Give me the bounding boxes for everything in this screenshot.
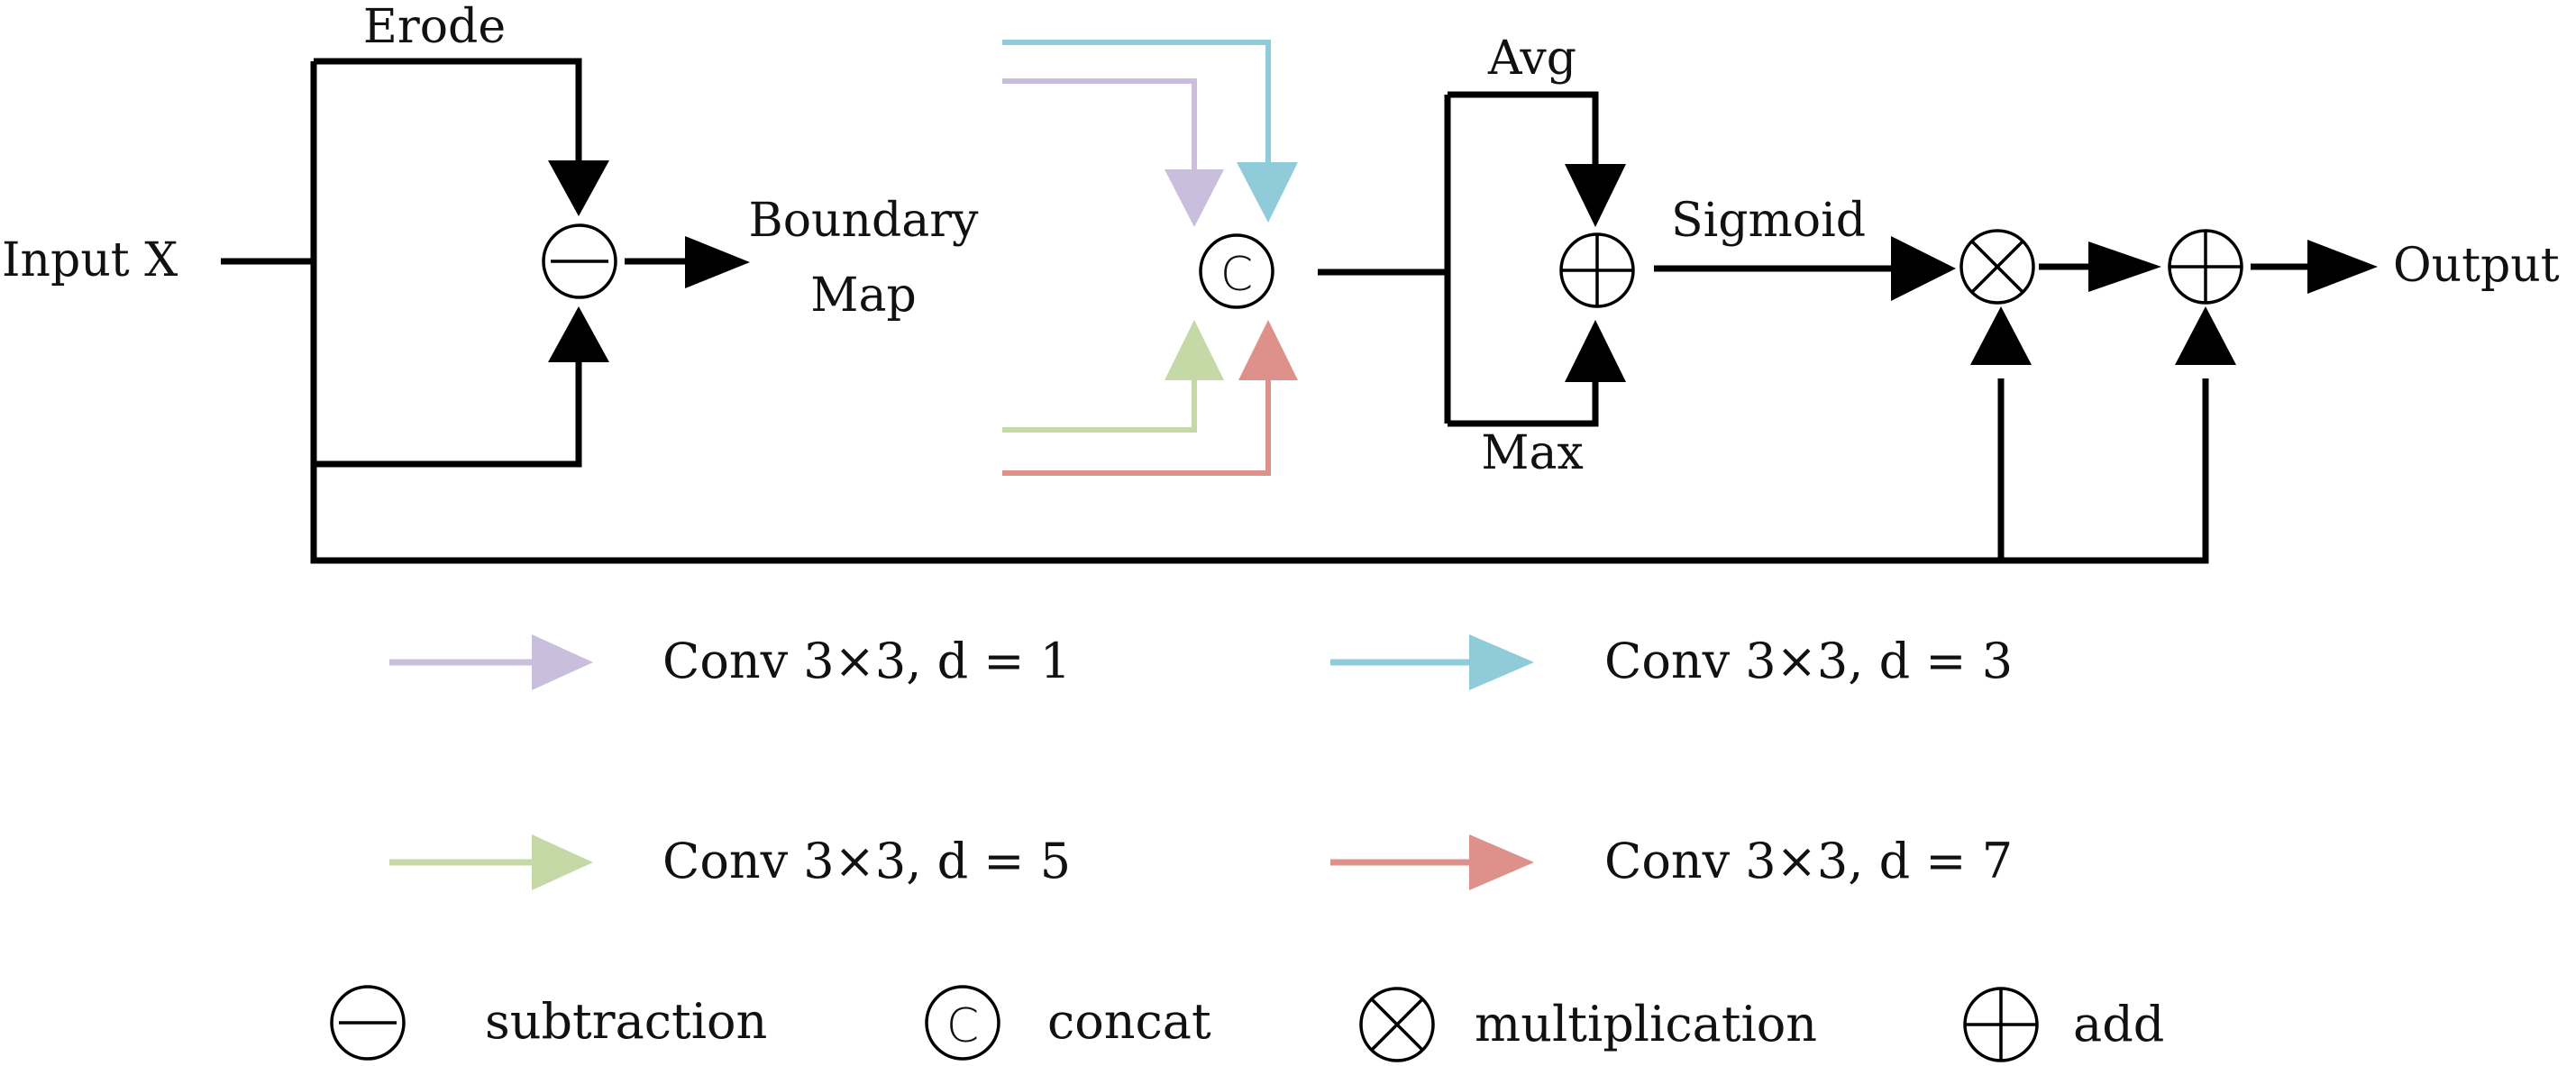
boundary-map-label-line2: Map: [810, 269, 917, 323]
concat-icon-letter: C: [946, 999, 979, 1053]
concat-node: C: [1199, 233, 1274, 309]
connectors: [221, 58, 2316, 564]
legend-arrow-d5-head: [532, 834, 593, 890]
arrowhead-to-boundary: [685, 236, 750, 288]
conv-d3-head: [1237, 162, 1298, 223]
arrowhead-to-output: [2307, 240, 2378, 294]
arrowhead-avg-down: [1565, 164, 1626, 227]
max-label: Max: [1481, 426, 1584, 480]
conv-d5-line: [1002, 371, 1197, 433]
legend-arrow-d7-head: [1469, 834, 1534, 890]
add-icon: [1963, 987, 2039, 1062]
arrowhead-max-up: [1565, 320, 1626, 382]
legend-arrow-d1-head: [532, 634, 593, 690]
conv-d7-line: [1002, 371, 1271, 476]
conv-arrows: [1002, 40, 1298, 476]
subtraction-node: [542, 223, 617, 299]
add-node-pool: [1559, 232, 1635, 308]
arrowhead-lower-up: [548, 306, 609, 362]
boundary-map-label-line1: Boundary: [748, 194, 979, 248]
legend-ops: subtraction C concat multiplication add: [330, 985, 2164, 1062]
legend-item-d5: Conv 3×3, d = 5: [389, 833, 1071, 890]
legend-label-multiplication: multiplication: [1475, 996, 1817, 1052]
arrowhead-skip-add: [2175, 306, 2236, 365]
avg-label: Avg: [1487, 32, 1576, 86]
conv-d1-head: [1165, 169, 1224, 227]
subtraction-icon: [330, 985, 406, 1061]
conv-d1-line: [1002, 78, 1197, 173]
arrowhead-to-add: [2088, 241, 2161, 292]
legend-conv: Conv 3×3, d = 1 Conv 3×3, d = 3 Conv 3×3…: [389, 633, 2013, 890]
arrowhead-skip-multiply: [1970, 306, 2032, 365]
legend-label-d3: Conv 3×3, d = 3: [1604, 633, 2013, 689]
legend-arrow-d3-head: [1469, 634, 1534, 690]
black-arrowheads: [548, 160, 2378, 382]
legend-label-d5: Conv 3×3, d = 5: [662, 833, 1071, 889]
concat-icon: C: [925, 985, 1000, 1061]
legend-label-d7: Conv 3×3, d = 7: [1604, 833, 2013, 889]
conv-d5-head: [1165, 320, 1224, 380]
multiplication-icon: [1359, 987, 1435, 1062]
legend-item-d7: Conv 3×3, d = 7: [1330, 833, 2013, 890]
legend-label-subtraction: subtraction: [485, 993, 767, 1050]
legend-label-add: add: [2073, 996, 2164, 1052]
legend-item-d3: Conv 3×3, d = 3: [1330, 633, 2013, 690]
legend-label-concat: concat: [1047, 993, 1211, 1050]
legend-item-d1: Conv 3×3, d = 1: [389, 633, 1071, 690]
legend-label-d1: Conv 3×3, d = 1: [662, 633, 1071, 689]
multiplication-node: [1959, 229, 2035, 305]
concat-node-letter: C: [1220, 248, 1253, 302]
input-label: Input X: [2, 233, 178, 287]
arrowhead-erode-down: [548, 160, 609, 216]
conv-d3-line: [1002, 40, 1271, 167]
sigmoid-label: Sigmoid: [1671, 194, 1866, 248]
arrowhead-to-multiply: [1891, 236, 1956, 301]
output-label: Output: [2393, 239, 2560, 293]
erode-label: Erode: [363, 0, 506, 54]
conv-d7-head: [1238, 320, 1298, 380]
add-node-output: [2168, 229, 2243, 305]
